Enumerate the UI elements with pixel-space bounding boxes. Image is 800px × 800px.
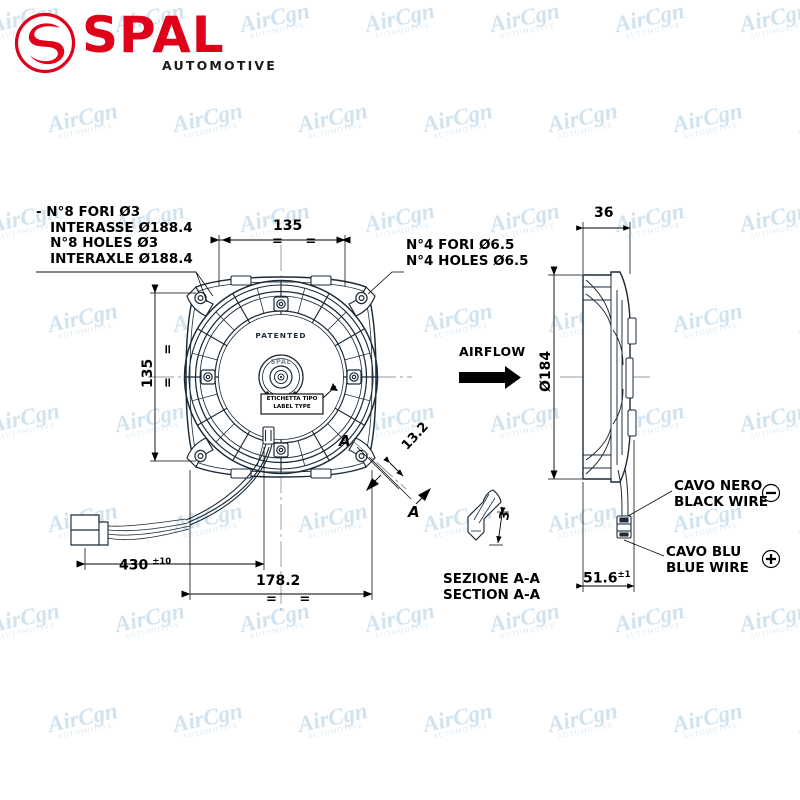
fixing-holes-callout-text: N°4 FORI Ø6.5 N°4 HOLES Ø6.5 — [406, 237, 529, 269]
brand-name: SPAL — [82, 6, 225, 64]
side-flange-tabs — [625, 317, 637, 437]
body-depth-value: 51.6 — [583, 570, 618, 587]
lug-top-right — [348, 285, 376, 317]
section-marker-a-top: A — [339, 432, 351, 450]
airflow-label: AIRFLOW — [459, 344, 526, 359]
mounting-holes-callout-text: - N°8 FORI Ø3 INTERASSE Ø188.4 N°8 HOLES… — [36, 204, 193, 267]
body-depth-tolerance: ±1 — [617, 570, 631, 580]
cable-length-value: 430 — [119, 557, 149, 574]
airflow-arrow — [459, 366, 521, 389]
hub-patented-text: PATENTED — [255, 331, 306, 340]
minus-circle-icon — [761, 483, 781, 503]
dim-overall-width: 178.2 — [256, 573, 301, 589]
dimension-overall-width — [181, 470, 373, 600]
dim-depth-top: 36 — [594, 205, 614, 221]
section-marker-a-bottom: A — [408, 503, 420, 521]
shroud-tabs — [230, 275, 332, 479]
brand-tagline: AUTOMOTIVE — [162, 58, 278, 73]
dimension-cable-length — [76, 447, 265, 570]
cable-length-tolerance: ±10 — [152, 557, 172, 567]
side-view — [560, 271, 650, 539]
wire-connector — [70, 514, 109, 546]
dimension-outer-diameter — [548, 266, 582, 480]
front-view: PATENTED SPAL — [70, 245, 412, 612]
lug-top-left — [186, 285, 214, 317]
symmetry-marks-bottom: = = — [266, 592, 320, 607]
section-aa-title: SEZIONE A-A SECTION A-A — [443, 571, 541, 603]
plus-circle-icon — [761, 549, 781, 569]
motor-support-bosses — [200, 296, 362, 458]
corner-mounting-lugs — [186, 285, 376, 469]
blue-wire-callout-text: CAVO BLU BLUE WIRE — [666, 544, 749, 576]
hub-brand-text: SPAL — [271, 358, 292, 366]
dim-body-depth: 51.6±1 — [583, 570, 631, 587]
dim-cable-length: 430±10 — [119, 557, 171, 574]
dim-width-top: 135 — [273, 218, 303, 234]
label-type-text: ETICHETTA TIPO LABEL TYPE — [266, 396, 318, 410]
section-cut-line-aa — [351, 439, 407, 490]
wire-harness-front — [185, 426, 275, 526]
label-type-callout — [260, 383, 338, 415]
dim-outer-diameter: Ø184 — [538, 350, 554, 392]
black-wire-callout-text: CAVO NERO BLACK WIRE — [674, 478, 768, 510]
section-aa-detail — [467, 489, 509, 546]
dimension-body-depth — [576, 440, 635, 592]
dimension-depth-top — [576, 222, 631, 274]
lug-bottom-right — [348, 437, 376, 469]
callout-leaders — [36, 271, 673, 557]
symmetry-marks-left: = = — [161, 334, 176, 388]
dimension-bolt-offset — [356, 446, 431, 505]
side-wire — [617, 467, 629, 517]
dimension-height-left — [150, 284, 196, 462]
dim-height-left: 135 — [140, 358, 156, 388]
side-wire-terminal — [616, 515, 632, 539]
dimension-width-top — [210, 235, 351, 286]
spal-s-circle-icon — [14, 12, 76, 74]
symmetry-marks-top: = = — [272, 234, 326, 249]
side-internal-lines — [583, 275, 624, 479]
polarity-symbols — [761, 483, 781, 569]
